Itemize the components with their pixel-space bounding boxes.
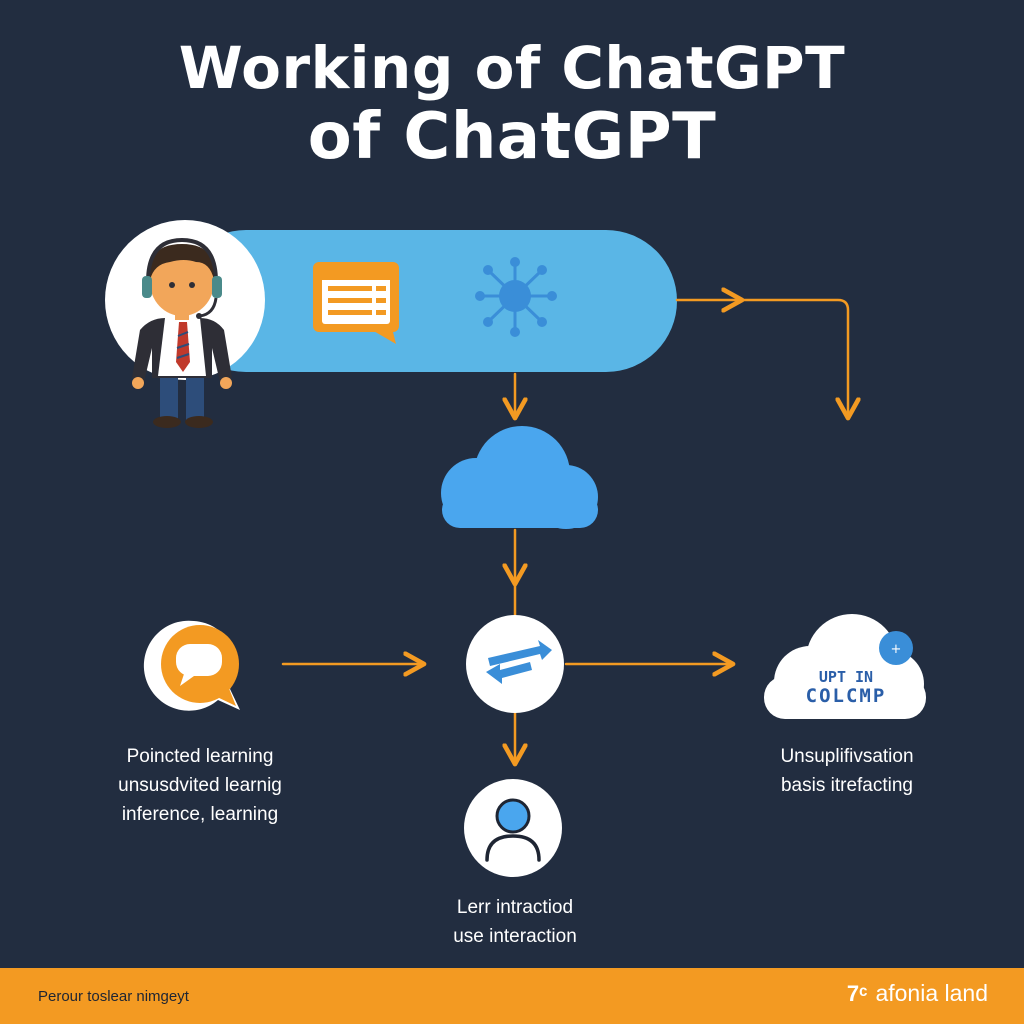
support-agent-icon bbox=[132, 237, 232, 428]
chat-window-icon bbox=[313, 262, 399, 344]
title-line-2: of ChatGPT bbox=[307, 100, 717, 174]
interaction-label-line-2: use interaction bbox=[453, 926, 577, 947]
connector-right-down bbox=[738, 298, 848, 416]
output-label-line-2: basis itrefacting bbox=[780, 775, 913, 796]
footer-text: Perour toslear nimgeyt bbox=[38, 988, 189, 1005]
output-label: Unsuplifivsation basis itrefacting bbox=[752, 742, 942, 800]
user-icon bbox=[485, 798, 541, 862]
cloud-right: UPT IN COLCMP + bbox=[764, 614, 926, 719]
svg-text:+: + bbox=[891, 642, 902, 657]
interaction-label-line-1: Lerr intractiod bbox=[456, 897, 574, 918]
hub-circle bbox=[466, 615, 564, 713]
cloud-right-line-2: COLCMP bbox=[806, 685, 887, 707]
title-line-1: Working of ChatGPT bbox=[178, 34, 846, 102]
speech-bubble-icon bbox=[143, 620, 240, 711]
cloud-right-line-1: UPT IN bbox=[819, 668, 873, 686]
input-pill bbox=[175, 230, 677, 372]
brand-logo-icon: 7ᶜ bbox=[846, 980, 868, 1006]
learning-label-line-1: Poincted learning bbox=[126, 746, 274, 767]
learning-label-line-3: inference, learning bbox=[121, 804, 279, 825]
footer-bar: Perour toslear nimgeyt 7ᶜ afonia land bbox=[0, 968, 1024, 1024]
learning-label: Poincted learning unsusdvited learnig in… bbox=[90, 742, 310, 829]
brand-name: afonia land bbox=[875, 980, 988, 1006]
neural-network-icon bbox=[475, 257, 557, 337]
brand[interactable]: 7ᶜ afonia land bbox=[847, 980, 988, 1007]
swap-arrows-icon bbox=[486, 640, 552, 684]
cloud-icon bbox=[441, 426, 598, 529]
output-label-line-1: Unsuplifivsation bbox=[780, 746, 914, 767]
learning-label-line-2: unsusdvited learnig bbox=[118, 775, 282, 796]
plus-badge-icon: + bbox=[879, 631, 913, 665]
interaction-label: Lerr intractiod use interaction bbox=[400, 893, 630, 951]
